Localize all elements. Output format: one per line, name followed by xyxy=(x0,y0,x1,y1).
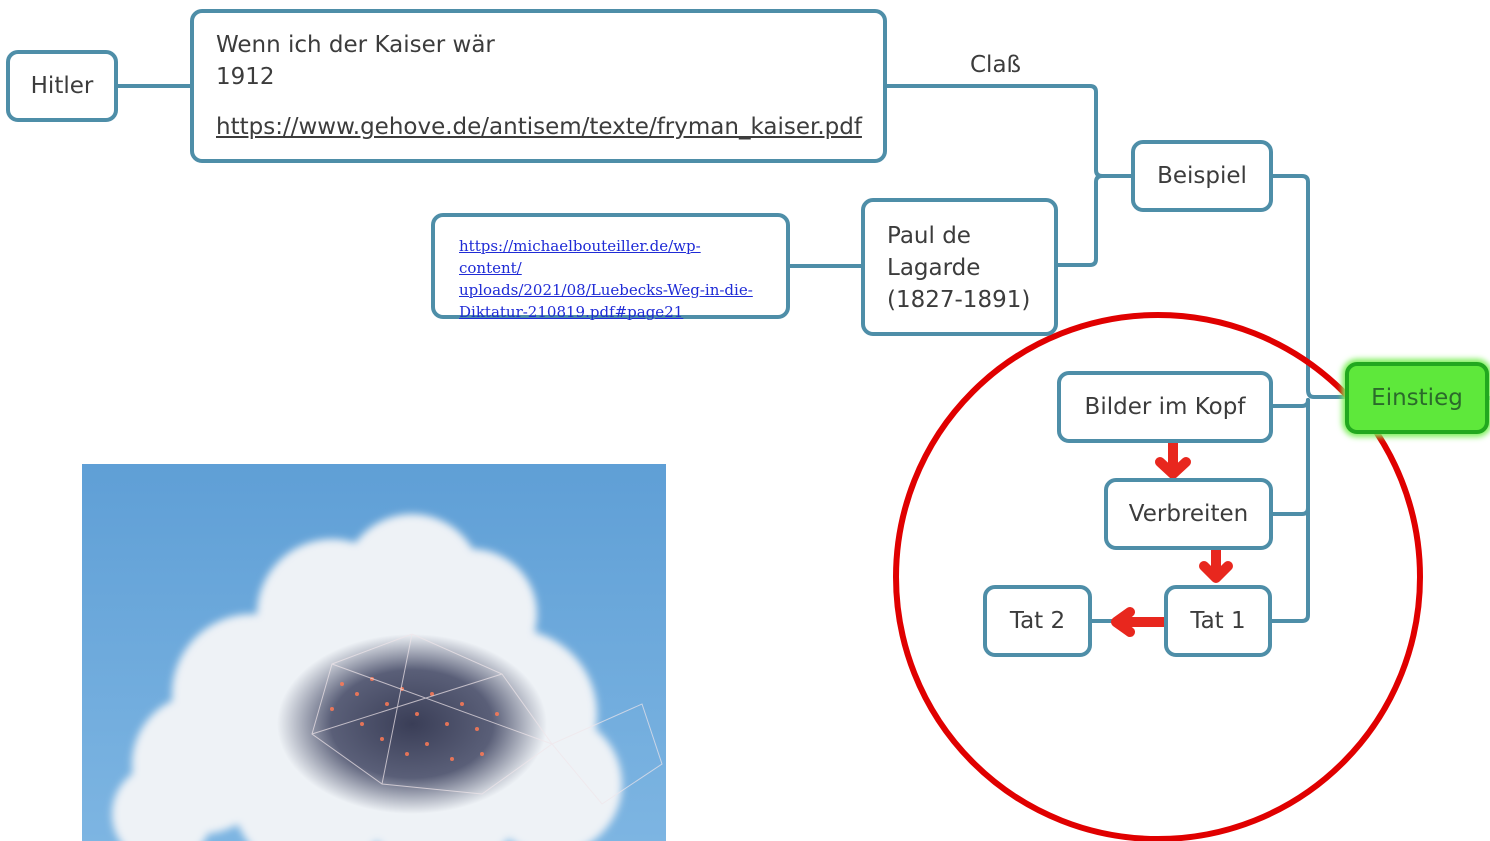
node-tat-2[interactable]: Tat 2 xyxy=(983,585,1092,657)
node-tat1-label: Tat 1 xyxy=(1190,608,1246,634)
kaiser-title: Wenn ich der Kaiser wär xyxy=(216,32,495,58)
node-hitler[interactable]: Hitler xyxy=(6,50,118,122)
lagarde-line-1: Paul de xyxy=(887,223,971,249)
node-kaiser-text[interactable]: Wenn ich der Kaiser wär 1912 https://www… xyxy=(190,9,887,163)
lagarde-line-3: (1827-1891) xyxy=(887,287,1031,313)
node-verbreiten[interactable]: Verbreiten xyxy=(1104,478,1273,550)
node-bilder-im-kopf[interactable]: Bilder im Kopf xyxy=(1057,371,1273,443)
node-tat2-label: Tat 2 xyxy=(1009,608,1066,634)
link-tat1-einstieg xyxy=(1270,506,1310,623)
cloud-network-image xyxy=(82,464,666,841)
node-bilder-label: Bilder im Kopf xyxy=(1084,394,1246,420)
node-tat-1[interactable]: Tat 1 xyxy=(1164,585,1272,657)
link-bilder-einstieg xyxy=(1271,398,1310,408)
link-kaiser-beispiel xyxy=(885,84,1133,178)
node-beispiel[interactable]: Beispiel xyxy=(1131,140,1273,212)
node-beispiel-label: Beispiel xyxy=(1157,163,1247,189)
red-circle-annotation xyxy=(893,312,1423,841)
kaiser-year: 1912 xyxy=(216,64,275,90)
link-lagarde-beispiel xyxy=(1056,174,1104,267)
edge-label-class: Claß xyxy=(970,52,1022,78)
red-arrow-bilder-verbreiten xyxy=(1155,433,1191,479)
node-hitler-label: Hitler xyxy=(30,73,94,99)
link-beispiel-einstieg xyxy=(1271,174,1347,399)
lubeck-link-line-1[interactable]: https://michaelbouteiller.de/wp-content/ xyxy=(459,237,701,277)
red-arrow-tat1-tat2 xyxy=(1111,607,1171,637)
node-lagarde[interactable]: Paul de Lagarde (1827-1891) xyxy=(861,198,1058,336)
lubeck-link-line-3[interactable]: Diktatur-210819.pdf#page21 xyxy=(459,303,684,321)
node-verbreiten-label: Verbreiten xyxy=(1128,501,1249,527)
red-arrow-verbreiten-tat1 xyxy=(1199,543,1233,583)
link-verbreiten-einstieg xyxy=(1271,398,1310,516)
node-einstieg-central[interactable]: Einstieg xyxy=(1345,362,1489,434)
lubeck-link-line-2[interactable]: uploads/2021/08/Luebecks-Weg-in-die- xyxy=(459,281,753,299)
node-einstieg-label: Einstieg xyxy=(1371,385,1463,411)
lagarde-line-2: Lagarde xyxy=(887,255,981,281)
kaiser-link[interactable]: https://www.gehove.de/antisem/texte/frym… xyxy=(216,114,862,140)
node-lubeck-link[interactable]: https://michaelbouteiller.de/wp-content/… xyxy=(431,213,790,321)
